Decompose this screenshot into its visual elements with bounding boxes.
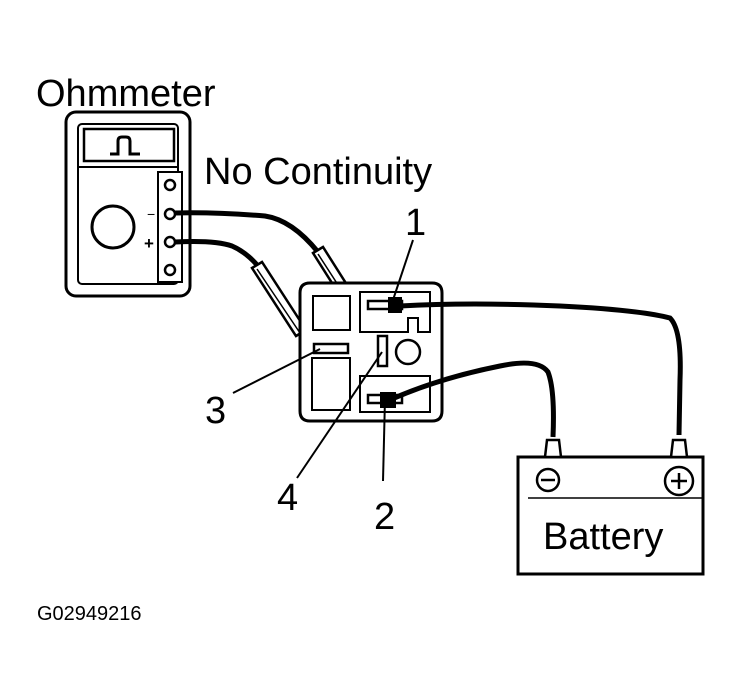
plus-sign: + [144, 234, 154, 253]
clip-terminal-1 [388, 297, 402, 313]
negative-battery-wire [390, 360, 556, 438]
relay-post [394, 338, 422, 366]
leader-2 [382, 397, 386, 482]
battery-label: Battery [543, 516, 663, 558]
leader-3 [232, 348, 321, 394]
relay-terminal-4 [376, 334, 389, 368]
negative-post-icon [543, 438, 563, 459]
terminal-4-label: 4 [277, 477, 298, 519]
terminal-1-label: 1 [405, 202, 426, 244]
jack-top-icon [163, 178, 177, 192]
terminal-3-label: 3 [205, 390, 226, 432]
relay-terminal-3 [312, 342, 350, 355]
positive-post-icon [669, 438, 689, 459]
minus-sign: − [147, 206, 155, 222]
relay [298, 281, 444, 423]
battery-leads [390, 301, 683, 438]
positive-lead-wire [174, 239, 260, 268]
jack-negative-icon [163, 207, 177, 221]
ohmmeter: − + [64, 110, 192, 298]
status-label: No Continuity [204, 151, 432, 193]
negative-lead-wire [174, 210, 320, 254]
jack-positive-icon [163, 235, 177, 249]
terminal-2-label: 2 [374, 496, 395, 538]
figure-id: G02949216 [37, 603, 142, 625]
battery: Battery [516, 438, 705, 576]
ohmmeter-dial [90, 204, 136, 250]
pulse-icon [110, 135, 140, 156]
probe-leads [174, 210, 320, 268]
leader-4 [296, 351, 383, 479]
ohmmeter-title: Ohmmeter [36, 73, 216, 115]
positive-battery-wire [399, 301, 683, 436]
leader-1 [391, 239, 414, 304]
leader-lines [232, 239, 414, 482]
jack-bottom-icon [163, 263, 177, 277]
